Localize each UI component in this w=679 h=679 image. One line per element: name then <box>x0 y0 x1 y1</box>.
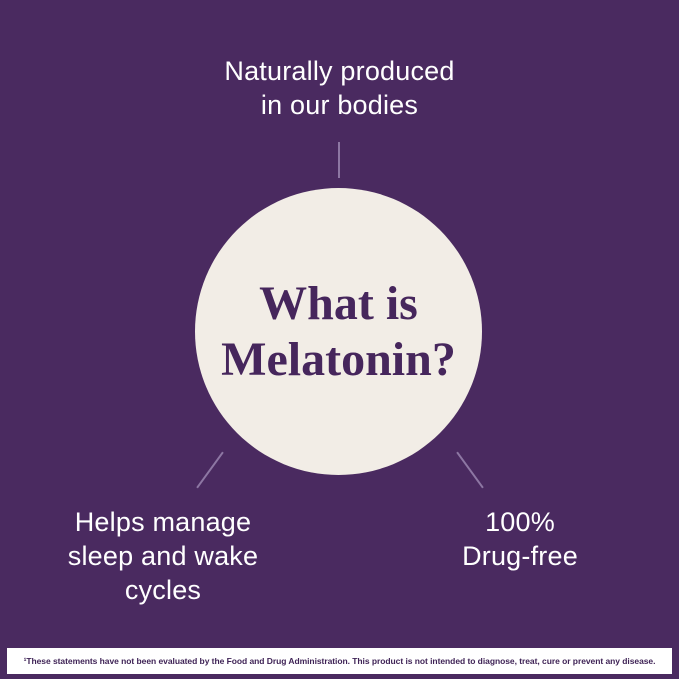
connector-line-bottom-right <box>456 451 484 489</box>
label-naturally-produced: Naturally produced in our bodies <box>224 56 455 120</box>
connector-line-top <box>338 142 340 178</box>
label-drug-free: 100% Drug-free <box>462 507 578 571</box>
circle-title: What is Melatonin? <box>221 276 456 386</box>
connector-line-bottom-left <box>196 451 224 489</box>
disclaimer-text: ¹These statements have not been evaluate… <box>23 656 656 666</box>
disclaimer-bar: ¹These statements have not been evaluate… <box>7 648 672 674</box>
label-helps-manage-sleep: Helps manage sleep and wake cycles <box>67 507 259 605</box>
center-circle: What is Melatonin? <box>195 188 482 475</box>
